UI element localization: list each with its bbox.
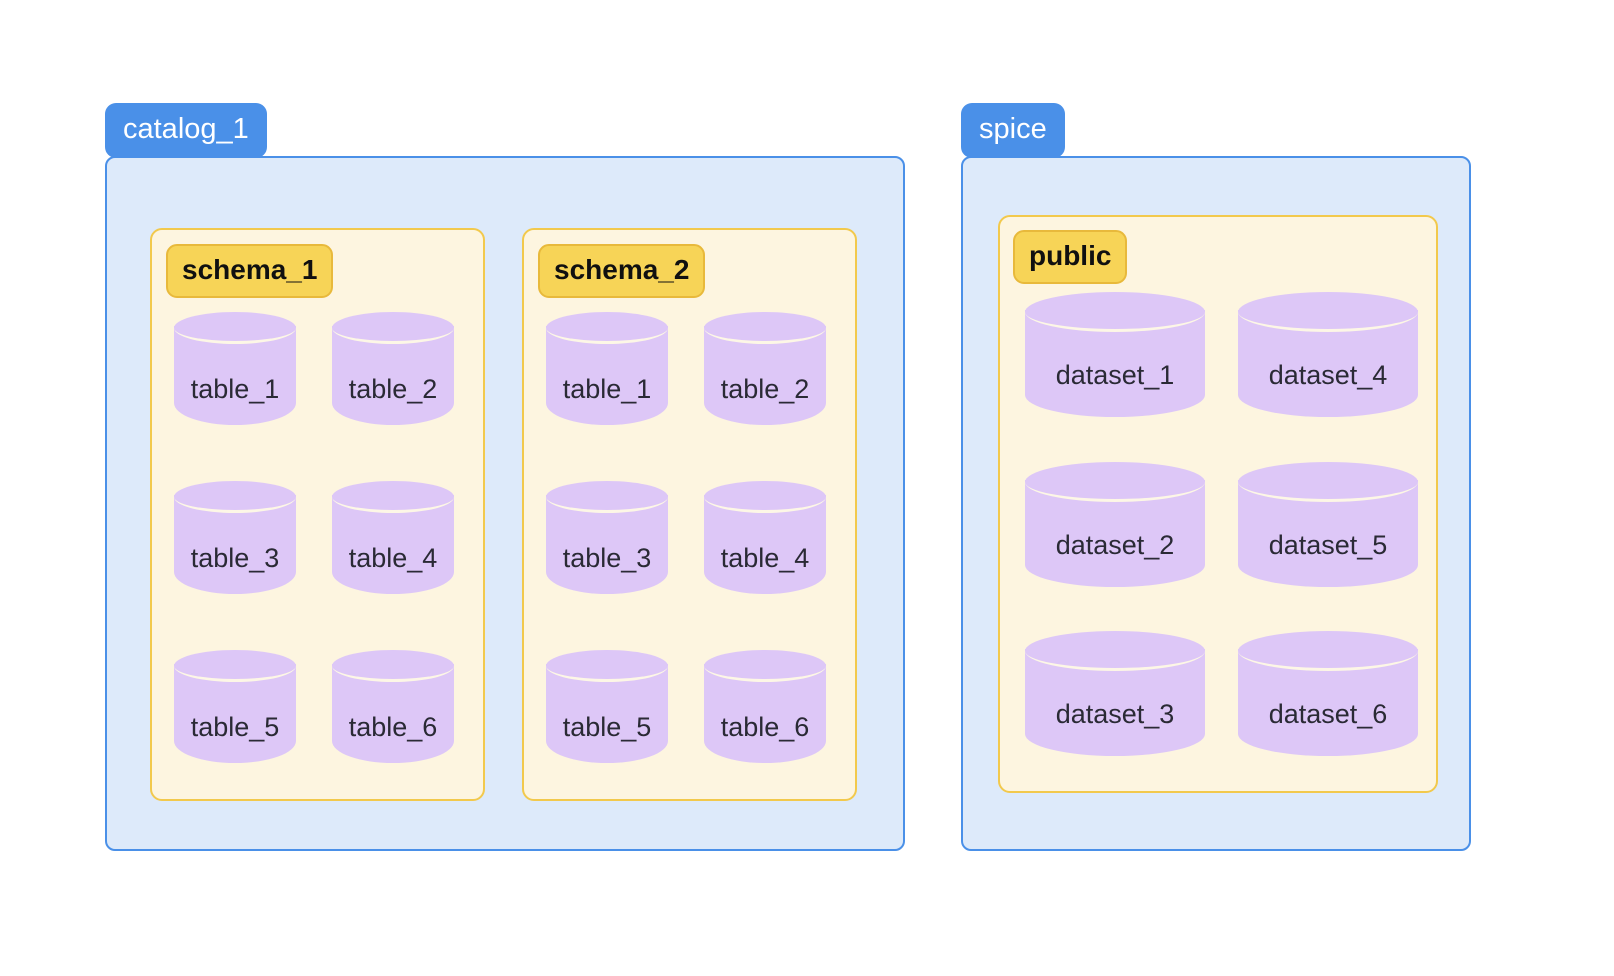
cylinder-table[interactable]: table_6 [704,650,826,763]
cylinder-top-cap [332,481,454,513]
schema-badge-schema-2[interactable]: schema_2 [538,244,706,298]
group-badge-catalog-1[interactable]: catalog_1 [105,103,267,158]
schema-badge-schema-1[interactable]: schema_1 [166,244,334,298]
cylinder-label: dataset_4 [1268,360,1388,390]
cylinder-label: table_5 [562,712,652,742]
cylinder-table[interactable]: table_5 [174,650,296,763]
cylinder-top-cap [704,312,826,344]
cylinder-table[interactable]: table_2 [704,312,826,425]
schema-box-schema-2: schema_2 table_1 table_3 table_5 [522,228,857,801]
cylinder-top-cap [704,481,826,513]
cylinder-label: table_5 [190,712,280,742]
cylinder-top-cap [1025,462,1205,502]
cylinder-top-cap [546,650,668,682]
cylinder-table[interactable]: table_5 [546,650,668,763]
group-spice: spice public dataset_1 dataset_2 [961,103,1471,851]
cylinder-label: table_3 [562,543,652,573]
group-body-spice: public dataset_1 dataset_2 dataset_3 [961,156,1471,851]
cylinder-table[interactable]: table_2 [332,312,454,425]
cylinder-label: dataset_6 [1268,699,1388,729]
cylinder-top-cap [332,650,454,682]
schema-box-public: public dataset_1 dataset_2 dataset_3 [998,215,1438,793]
cylinder-top-cap [546,481,668,513]
cylinder-label: table_6 [348,712,438,742]
cylinder-table[interactable]: table_4 [332,481,454,594]
cylinder-label: table_1 [190,374,280,404]
cylinder-dataset[interactable]: dataset_2 [1025,462,1205,587]
cylinder-top-cap [546,312,668,344]
cylinder-table[interactable]: table_4 [704,481,826,594]
schema-badge-public[interactable]: public [1013,230,1128,284]
cylinder-label: table_2 [720,374,810,404]
cylinder-dataset[interactable]: dataset_3 [1025,631,1205,756]
cylinder-table[interactable]: table_1 [546,312,668,425]
cylinder-label: table_1 [562,374,652,404]
group-badge-spice[interactable]: spice [961,103,1065,158]
group-catalog-1: catalog_1 schema_1 table_1 table_3 [105,103,905,851]
schema-box-schema-1: schema_1 table_1 table_3 table_5 [150,228,485,801]
cylinder-table[interactable]: table_1 [174,312,296,425]
cylinder-label: dataset_5 [1268,530,1388,560]
cylinder-label: dataset_1 [1055,360,1175,390]
cylinder-label: dataset_2 [1055,530,1175,560]
cylinder-table[interactable]: table_3 [174,481,296,594]
cylinder-dataset[interactable]: dataset_6 [1238,631,1418,756]
cylinder-dataset[interactable]: dataset_5 [1238,462,1418,587]
cylinder-top-cap [174,481,296,513]
cylinder-top-cap [1025,292,1205,332]
cylinder-top-cap [174,312,296,344]
cylinder-top-cap [704,650,826,682]
cylinder-label: table_4 [348,543,438,573]
cylinder-label: table_6 [720,712,810,742]
cylinder-top-cap [1238,292,1418,332]
cylinder-label: table_2 [348,374,438,404]
cylinder-label: dataset_3 [1055,699,1175,729]
cylinder-top-cap [332,312,454,344]
cylinder-top-cap [174,650,296,682]
cylinder-dataset[interactable]: dataset_4 [1238,292,1418,417]
cylinder-table[interactable]: table_6 [332,650,454,763]
cylinder-table[interactable]: table_3 [546,481,668,594]
cylinder-label: table_3 [190,543,280,573]
cylinder-top-cap [1238,462,1418,502]
cylinder-dataset[interactable]: dataset_1 [1025,292,1205,417]
cylinder-top-cap [1238,631,1418,671]
group-body-catalog-1: schema_1 table_1 table_3 table_5 [105,156,905,851]
cylinder-label: table_4 [720,543,810,573]
cylinder-top-cap [1025,631,1205,671]
